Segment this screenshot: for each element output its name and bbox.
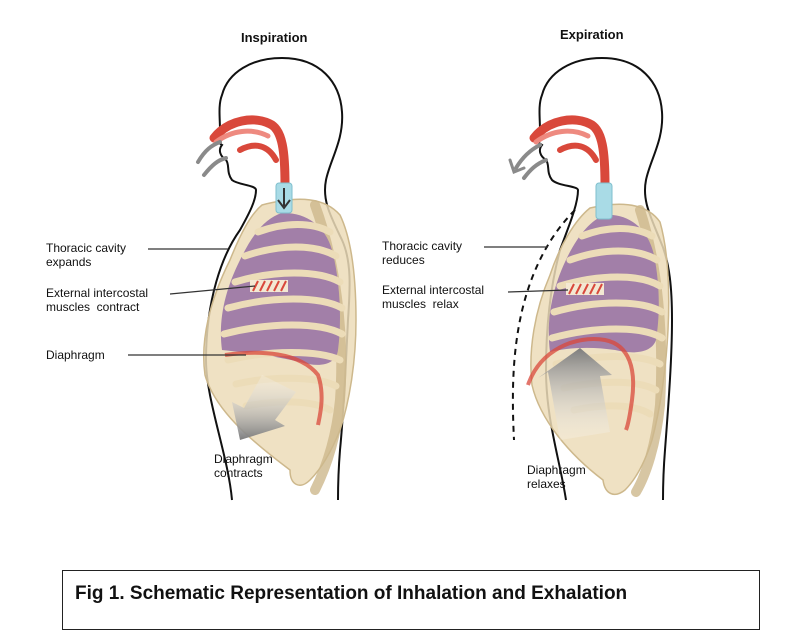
inspiration-airflow-arrows	[196, 140, 228, 177]
expiration-diaphragm	[526, 337, 636, 431]
expiration-diaphragm-action-label: Diaphragm relaxes	[527, 463, 586, 491]
expiration-airflow-arrows	[508, 143, 548, 180]
expiration-intercostal-marker	[566, 283, 604, 295]
inspiration-title: Inspiration	[241, 30, 308, 45]
figure-caption-box: Fig 1. Schematic Representation of Inhal…	[62, 570, 760, 630]
expiration-thoracic-cavity-label: Thoracic cavity reduces	[382, 239, 463, 267]
inspiration-trachea-arrow	[277, 188, 291, 210]
inspiration-diaphragm	[224, 350, 324, 426]
inspiration-diaphragm-action-label: Diaphragm contracts	[214, 452, 273, 480]
expiration-airway	[529, 115, 610, 190]
inspiration-diaphragm-arrow	[232, 375, 296, 440]
inspiration-airway	[209, 115, 290, 190]
inspiration-intercostal-marker	[250, 280, 288, 292]
expiration-title: Expiration	[560, 27, 624, 42]
inspiration-figure	[128, 56, 357, 501]
inspiration-diaphragm-label: Diaphragm	[46, 348, 105, 362]
expiration-trachea	[595, 182, 613, 220]
inspiration-thoracic-cavity-label: Thoracic cavity expands	[46, 241, 127, 269]
figure-caption: Fig 1. Schematic Representation of Inhal…	[75, 583, 628, 604]
expiration-leader-lines	[484, 246, 569, 293]
respiration-diagram	[128, 56, 674, 501]
expiration-figure	[484, 56, 674, 501]
expiration-dashed-outline	[511, 209, 576, 441]
expiration-diaphragm-arrow	[538, 348, 612, 440]
inspiration-intercostal-label: External intercostal muscles contract	[46, 286, 149, 314]
expiration-intercostal-label: External intercostal muscles relax	[382, 283, 485, 311]
inspiration-leader-lines	[128, 248, 256, 356]
